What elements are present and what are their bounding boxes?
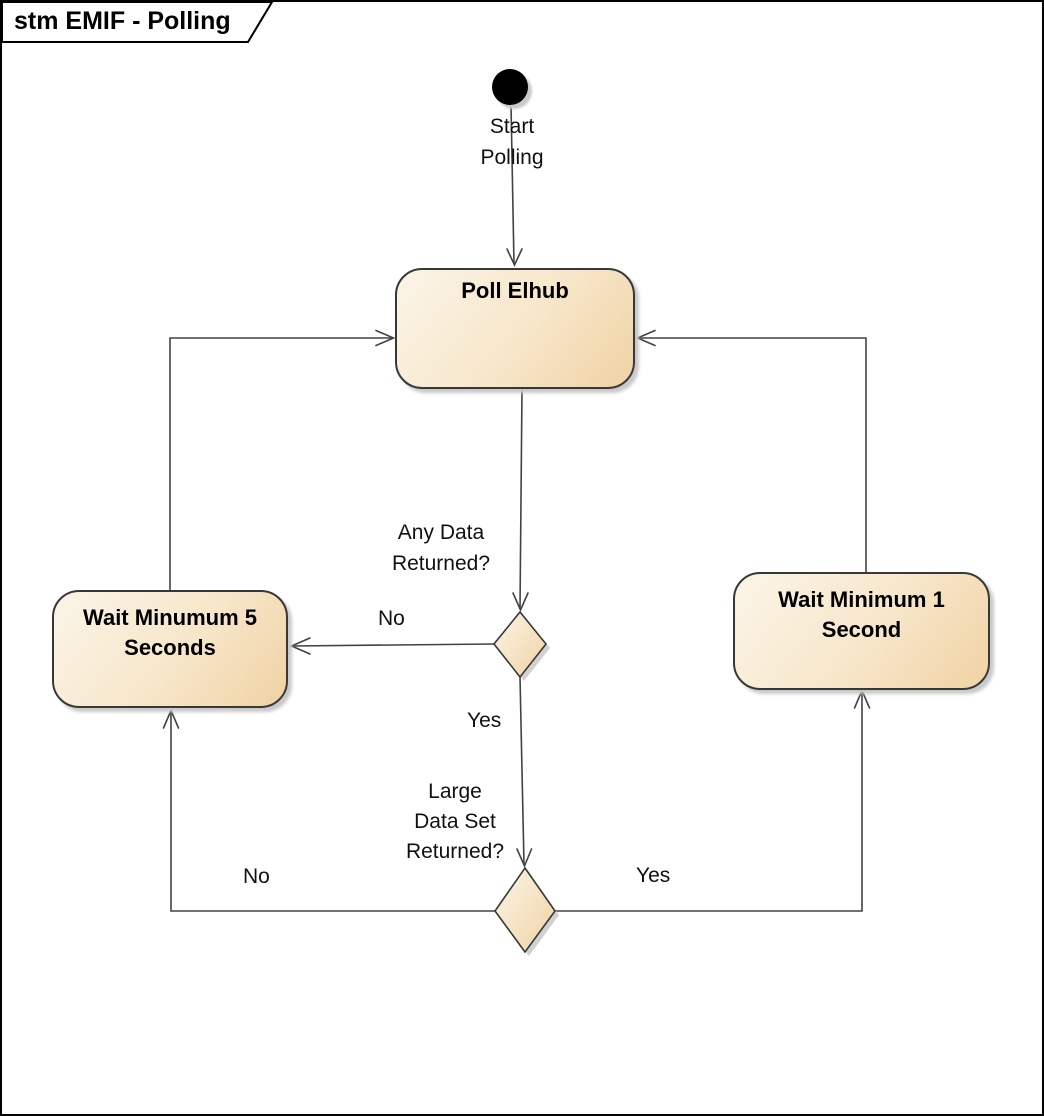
guard-large-data-no: No xyxy=(243,865,270,888)
decision-any-data-question: Any Data Returned? xyxy=(391,521,491,575)
arrowhead-down-icon xyxy=(512,592,529,612)
edge-poll-to-any-data-decision xyxy=(512,388,529,612)
state-wait-minimum-5-seconds: Wait Minumum 5 Seconds xyxy=(52,590,288,708)
state-poll-elhub: Poll Elhub xyxy=(395,268,635,389)
arrowhead-left-icon xyxy=(289,637,311,655)
edge-large-data-no-to-wait5 xyxy=(162,708,495,912)
guard-any-data-yes: Yes xyxy=(467,709,502,732)
guard-large-data-yes: Yes xyxy=(636,864,671,887)
state-wait-minimum-5-seconds-label: Wait Minumum 5 Seconds xyxy=(83,605,257,660)
state-wait-minimum-1-second: Wait Minimum 1 Second xyxy=(733,572,990,690)
arrowhead-right-icon xyxy=(375,329,396,347)
edge-wait5-to-poll xyxy=(169,329,396,590)
edge-large-data-yes-to-wait1 xyxy=(555,688,871,912)
state-poll-elhub-label: Poll Elhub xyxy=(461,278,569,303)
guard-any-data-no: No xyxy=(378,607,405,630)
edge-any-data-yes-to-large-data-decision xyxy=(516,676,533,869)
arrowhead-down-icon xyxy=(506,248,523,267)
arrowhead-up-icon xyxy=(162,708,180,729)
edge-wait1-to-poll xyxy=(635,329,867,572)
decision-large-data-question: Large Data Set Returned? xyxy=(405,780,505,863)
edge-any-data-no-to-wait5 xyxy=(289,637,495,655)
edge-start-to-poll-elhub xyxy=(506,103,523,267)
arrowhead-down-icon xyxy=(516,848,533,869)
initial-state-label: Start Polling xyxy=(480,115,544,169)
arrowhead-up-icon xyxy=(853,688,871,709)
diagram-title: stm EMIF - Polling xyxy=(14,7,231,35)
decision-large-data-diamond xyxy=(494,866,556,954)
arrowhead-left-icon xyxy=(635,329,656,347)
state-wait-minimum-1-second-label: Wait Minimum 1 Second xyxy=(778,587,945,642)
frame-title-tab xyxy=(1,0,274,43)
decision-any-data-diamond xyxy=(492,610,548,679)
initial-state-node xyxy=(492,69,528,105)
